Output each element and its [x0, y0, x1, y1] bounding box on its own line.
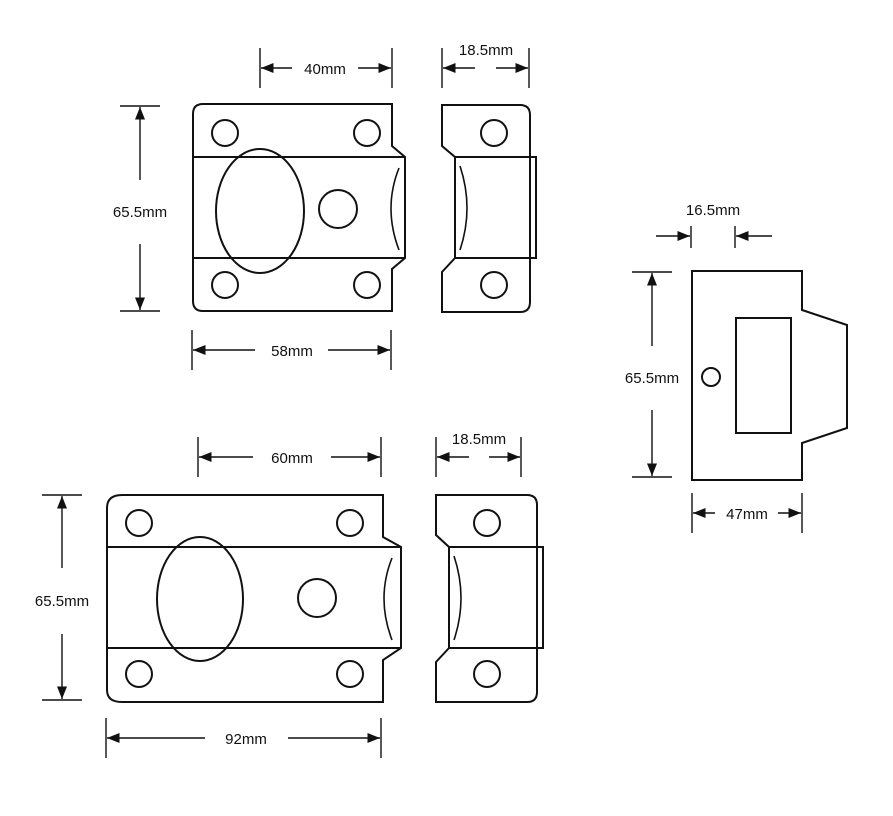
- side-view-body: [691, 270, 848, 481]
- large-keeper-bar: [448, 546, 544, 649]
- large-latch-bolt-bar: [107, 546, 401, 649]
- large-latch-dimensions: 60mm 18.5mm 65.5mm 92mm: [35, 431, 522, 758]
- large-latch-plate: [106, 494, 402, 703]
- side-height-label: 65.5mm: [625, 370, 679, 387]
- screw-hole: [353, 119, 381, 147]
- side-view-bolt-slot: [735, 317, 792, 434]
- large-latch: [106, 494, 402, 703]
- screw-hole: [480, 119, 508, 147]
- screw-hole: [336, 660, 364, 688]
- side-view-dimensions: 16.5mm 65.5mm 47mm: [625, 202, 803, 533]
- large-bolt-travel-label: 60mm: [271, 450, 313, 467]
- small-latch: [192, 103, 406, 312]
- screw-hole: [211, 119, 239, 147]
- large-latch-bolt-end-curve: [383, 557, 393, 641]
- small-keeper-bar: [454, 156, 537, 259]
- large-latch-stop-pin: [297, 578, 337, 618]
- large-latch-knob: [156, 536, 244, 662]
- large-height-label: 65.5mm: [35, 593, 89, 610]
- small-width-label: 58mm: [271, 343, 313, 360]
- small-keeper: [441, 104, 537, 313]
- small-latch-stop-pin: [318, 189, 358, 229]
- large-keeper-width-label: 18.5mm: [452, 431, 506, 448]
- screw-hole: [125, 660, 153, 688]
- small-latch-plate: [192, 103, 406, 312]
- large-keeper-plate: [435, 494, 538, 703]
- side-width-label: 47mm: [726, 506, 768, 523]
- side-depth-label: 16.5mm: [686, 202, 740, 219]
- small-latch-bolt-end-curve: [390, 167, 400, 251]
- small-keeper-width-label: 18.5mm: [459, 42, 513, 59]
- screw-hole: [125, 509, 153, 537]
- small-latch-bolt-bar: [193, 156, 405, 259]
- large-keeper: [435, 494, 544, 703]
- screw-hole: [353, 271, 381, 299]
- screw-hole: [473, 509, 501, 537]
- small-latch-knob: [215, 148, 305, 274]
- large-width-label: 92mm: [225, 731, 267, 748]
- small-height-label: 65.5mm: [113, 204, 167, 221]
- screw-hole: [336, 509, 364, 537]
- small-keeper-curve: [459, 165, 468, 251]
- screw-hole: [480, 271, 508, 299]
- screw-hole: [211, 271, 239, 299]
- side-view-pin-hole: [701, 367, 721, 387]
- small-bolt-travel-label: 40mm: [304, 61, 346, 78]
- large-keeper-curve: [453, 555, 462, 641]
- side-view: [691, 270, 848, 481]
- small-keeper-plate: [441, 104, 531, 313]
- small-latch-dimensions: 40mm 18.5mm 65.5mm 58mm: [113, 42, 530, 370]
- screw-hole: [473, 660, 501, 688]
